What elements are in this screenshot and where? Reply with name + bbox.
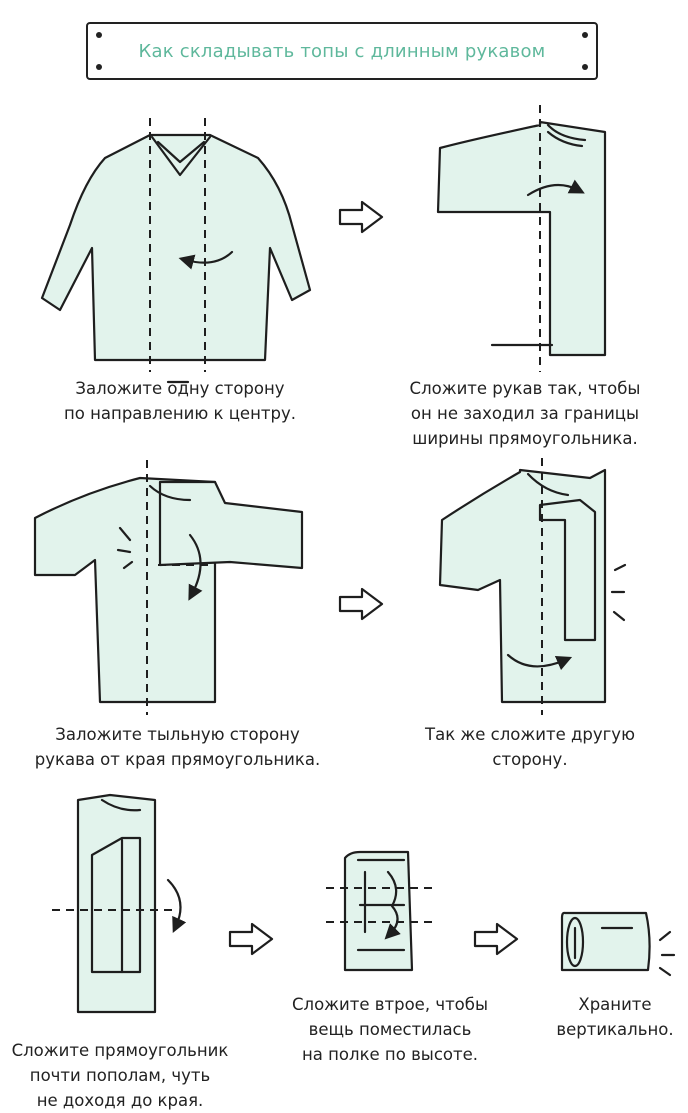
step-4-caption: Так же сложите другую сторону.: [425, 725, 635, 769]
step-7-caption: Храните вертикально.: [556, 995, 674, 1039]
step-1-caption: Заложите одну сторону по направлению к ц…: [64, 379, 296, 423]
step-7-illustration: [560, 911, 676, 977]
step-2-illustration: [436, 105, 607, 372]
arrow-right-icon: [473, 922, 519, 956]
step-3-caption: Заложите тыльную сторону рукава от края …: [34, 725, 321, 769]
arrow-right-icon: [338, 200, 384, 234]
step-2-caption: Сложите рукав так, чтобы он не заходил з…: [409, 379, 641, 448]
step-4-illustration: [438, 458, 627, 715]
step-1-illustration: [40, 118, 312, 384]
banner-pin: [96, 32, 102, 38]
step-3-illustration: [33, 460, 304, 715]
banner-pin: [96, 64, 102, 70]
step-5-illustration: [52, 793, 187, 1014]
page-title: Как складывать топы с длинным рукавом: [138, 40, 546, 62]
title-banner: Как складывать топы с длинным рукавом: [86, 22, 598, 80]
banner-pin: [582, 32, 588, 38]
step-6-caption: Сложите втрое, чтобы вещь поместилась на…: [292, 995, 488, 1064]
step-5-caption: Сложите прямоугольник почти пополам, чут…: [11, 1041, 229, 1110]
arrow-right-icon: [338, 587, 384, 621]
banner-pin: [582, 64, 588, 70]
arrow-right-icon: [228, 922, 274, 956]
step-6-illustration: [326, 850, 438, 972]
